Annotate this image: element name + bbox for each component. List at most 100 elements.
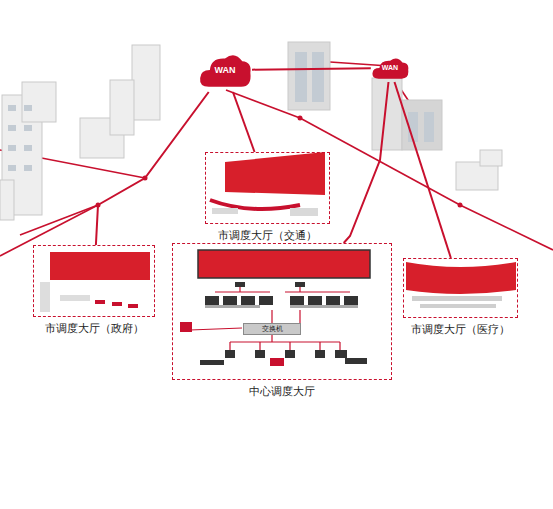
illustration-rect bbox=[205, 305, 260, 308]
illustration-rect bbox=[205, 296, 219, 305]
illustration-rect bbox=[255, 350, 265, 358]
dispatch-hall: 市调度大厅（医疗） bbox=[403, 258, 518, 318]
cloud-outline bbox=[200, 55, 251, 87]
illustration-rect bbox=[259, 296, 273, 305]
illustration-rect bbox=[480, 150, 502, 166]
cloud-outline bbox=[372, 59, 408, 79]
network-link bbox=[233, 92, 255, 152]
illustration-rect bbox=[345, 358, 367, 364]
dispatch-hall: 交换机中心调度大厅 bbox=[172, 243, 392, 380]
illustration-rect bbox=[8, 105, 16, 111]
illustration-path bbox=[225, 152, 325, 195]
illustration-line bbox=[190, 328, 242, 330]
hall-label: 中心调度大厅 bbox=[249, 385, 315, 398]
illustration-rect bbox=[420, 304, 496, 308]
illustration-rect bbox=[24, 105, 32, 111]
network-link bbox=[394, 82, 450, 258]
illustration-line bbox=[285, 291, 350, 292]
illustration-g bbox=[0, 62, 553, 256]
illustration-rect bbox=[50, 252, 150, 280]
illustration-rect bbox=[180, 322, 192, 332]
illustration-line bbox=[289, 342, 290, 350]
illustration-rect bbox=[288, 42, 330, 110]
illustration-rect bbox=[295, 282, 305, 287]
illustration-rect bbox=[8, 145, 16, 151]
illustration-g bbox=[8, 52, 434, 171]
cloud-label: WAN bbox=[215, 65, 236, 75]
hall-label: 市调度大厅（医疗） bbox=[411, 323, 510, 336]
illustration-rect bbox=[270, 358, 284, 366]
dispatch-hall: 市调度大厅（政府） bbox=[33, 245, 155, 317]
illustration-g bbox=[95, 300, 138, 308]
illustration-rect bbox=[95, 300, 105, 304]
illustration-g bbox=[412, 296, 502, 308]
illustration-rect bbox=[335, 350, 347, 358]
illustration-rect bbox=[312, 52, 324, 102]
illustration-g bbox=[40, 282, 90, 312]
illustration-rect bbox=[315, 350, 325, 358]
illustration-rect bbox=[344, 296, 358, 305]
illustration-rect bbox=[290, 305, 358, 308]
illustration-rect bbox=[22, 82, 56, 122]
illustration-rect bbox=[290, 208, 318, 216]
illustration-circle bbox=[298, 116, 303, 121]
illustration-circle bbox=[458, 203, 463, 208]
illustration-rect bbox=[308, 296, 322, 305]
illustration-line bbox=[271, 334, 272, 342]
illustration-rect bbox=[198, 250, 370, 278]
cloud-label: WAN bbox=[382, 64, 398, 72]
illustration-rect bbox=[326, 296, 340, 305]
illustration-line bbox=[339, 342, 340, 350]
illustration-rect bbox=[24, 125, 32, 131]
dispatch-hall: 市调度大厅（交通） bbox=[205, 152, 330, 224]
illustration-rect bbox=[40, 282, 50, 312]
switch-label: 交换机 bbox=[262, 325, 283, 333]
illustration-line bbox=[259, 342, 260, 350]
illustration-rect bbox=[285, 350, 295, 358]
illustration-line bbox=[299, 310, 300, 323]
illustration-rect bbox=[8, 165, 16, 171]
illustration-rect bbox=[290, 296, 304, 305]
illustration-g bbox=[205, 305, 358, 308]
illustration-rect bbox=[112, 302, 122, 306]
hall-label: 市调度大厅（政府） bbox=[45, 322, 144, 335]
illustration-line bbox=[319, 342, 320, 350]
illustration-rect bbox=[235, 282, 245, 287]
illustration-line bbox=[271, 310, 272, 323]
illustration-rect bbox=[24, 145, 32, 151]
wan-cloud: WAN bbox=[371, 54, 409, 82]
network-switch: 交换机 bbox=[243, 323, 301, 335]
illustration-rect bbox=[8, 125, 16, 131]
illustration-rect bbox=[24, 165, 32, 171]
wan-cloud: WAN bbox=[198, 48, 252, 92]
illustration-g bbox=[180, 322, 284, 366]
illustration-rect bbox=[424, 112, 434, 142]
illustration-line bbox=[229, 342, 230, 350]
illustration-rect bbox=[200, 360, 224, 365]
network-link bbox=[252, 68, 371, 69]
illustration-rect bbox=[412, 296, 502, 301]
illustration-line bbox=[215, 291, 270, 292]
network-link bbox=[344, 82, 389, 243]
illustration-g bbox=[0, 42, 502, 220]
network-link bbox=[96, 92, 209, 245]
illustration-g bbox=[212, 208, 318, 216]
illustration-rect bbox=[60, 295, 90, 301]
illustration-rect bbox=[212, 208, 238, 214]
illustration-rect bbox=[241, 296, 255, 305]
illustration-line bbox=[230, 341, 340, 342]
illustration-path bbox=[406, 262, 516, 294]
illustration-rect bbox=[132, 45, 160, 120]
illustration-path bbox=[210, 200, 300, 209]
illustration-line bbox=[460, 205, 553, 250]
illustration-rect bbox=[295, 52, 307, 102]
illustration-rect bbox=[128, 304, 138, 308]
illustration-g bbox=[190, 282, 350, 350]
illustration-rect bbox=[223, 296, 237, 305]
illustration-rect bbox=[225, 350, 235, 358]
illustration-g bbox=[200, 282, 367, 365]
illustration-rect bbox=[0, 180, 14, 220]
illustration-rect bbox=[110, 80, 134, 135]
